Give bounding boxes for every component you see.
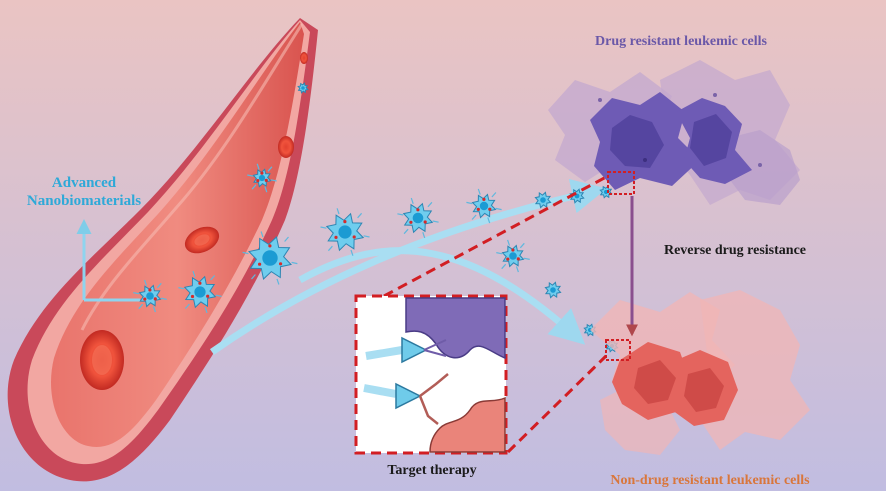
label-nanobiomaterials: Nanobiomaterials [27,193,141,209]
nanoparticle [297,82,309,94]
nanoparticle [247,163,277,193]
label-non-drug-resistant: Non-drug resistant leukemic cells [610,473,810,488]
flow-arrow-to-resistant [209,178,607,355]
label-advanced: Advanced [52,175,117,191]
non-drug-resistant-cell-cluster [590,290,810,455]
red-blood-cell [278,136,294,158]
nanoparticle [534,191,552,209]
nanoparticle [178,270,222,314]
label-reverse-drug-resistance: Reverse drug resistance [664,243,806,258]
nanomaterial-pointer [76,219,140,302]
zoom-connector [506,354,608,454]
drug-resistant-cell-cluster [548,60,800,205]
nanoparticle [397,197,439,239]
flow-arrow-to-non-resistant [298,247,586,345]
nanoparticle [544,281,562,299]
blood-vessel [7,18,318,482]
nanoparticle [133,279,167,313]
target-therapy-inset [354,294,508,455]
nanoparticle-group [133,82,619,353]
nanoparticle [466,188,502,224]
zoom-connector [383,174,609,298]
red-blood-cell [300,52,308,64]
label-target-therapy: Target therapy [387,463,476,478]
nanoparticle [320,208,370,256]
zoom-box-non-resistant [605,339,631,361]
label-drug-resistant: Drug resistant leukemic cells [595,34,768,49]
nanoparticle [496,239,530,273]
zoom-box-resistant [607,171,635,195]
nanoparticle [242,231,298,285]
